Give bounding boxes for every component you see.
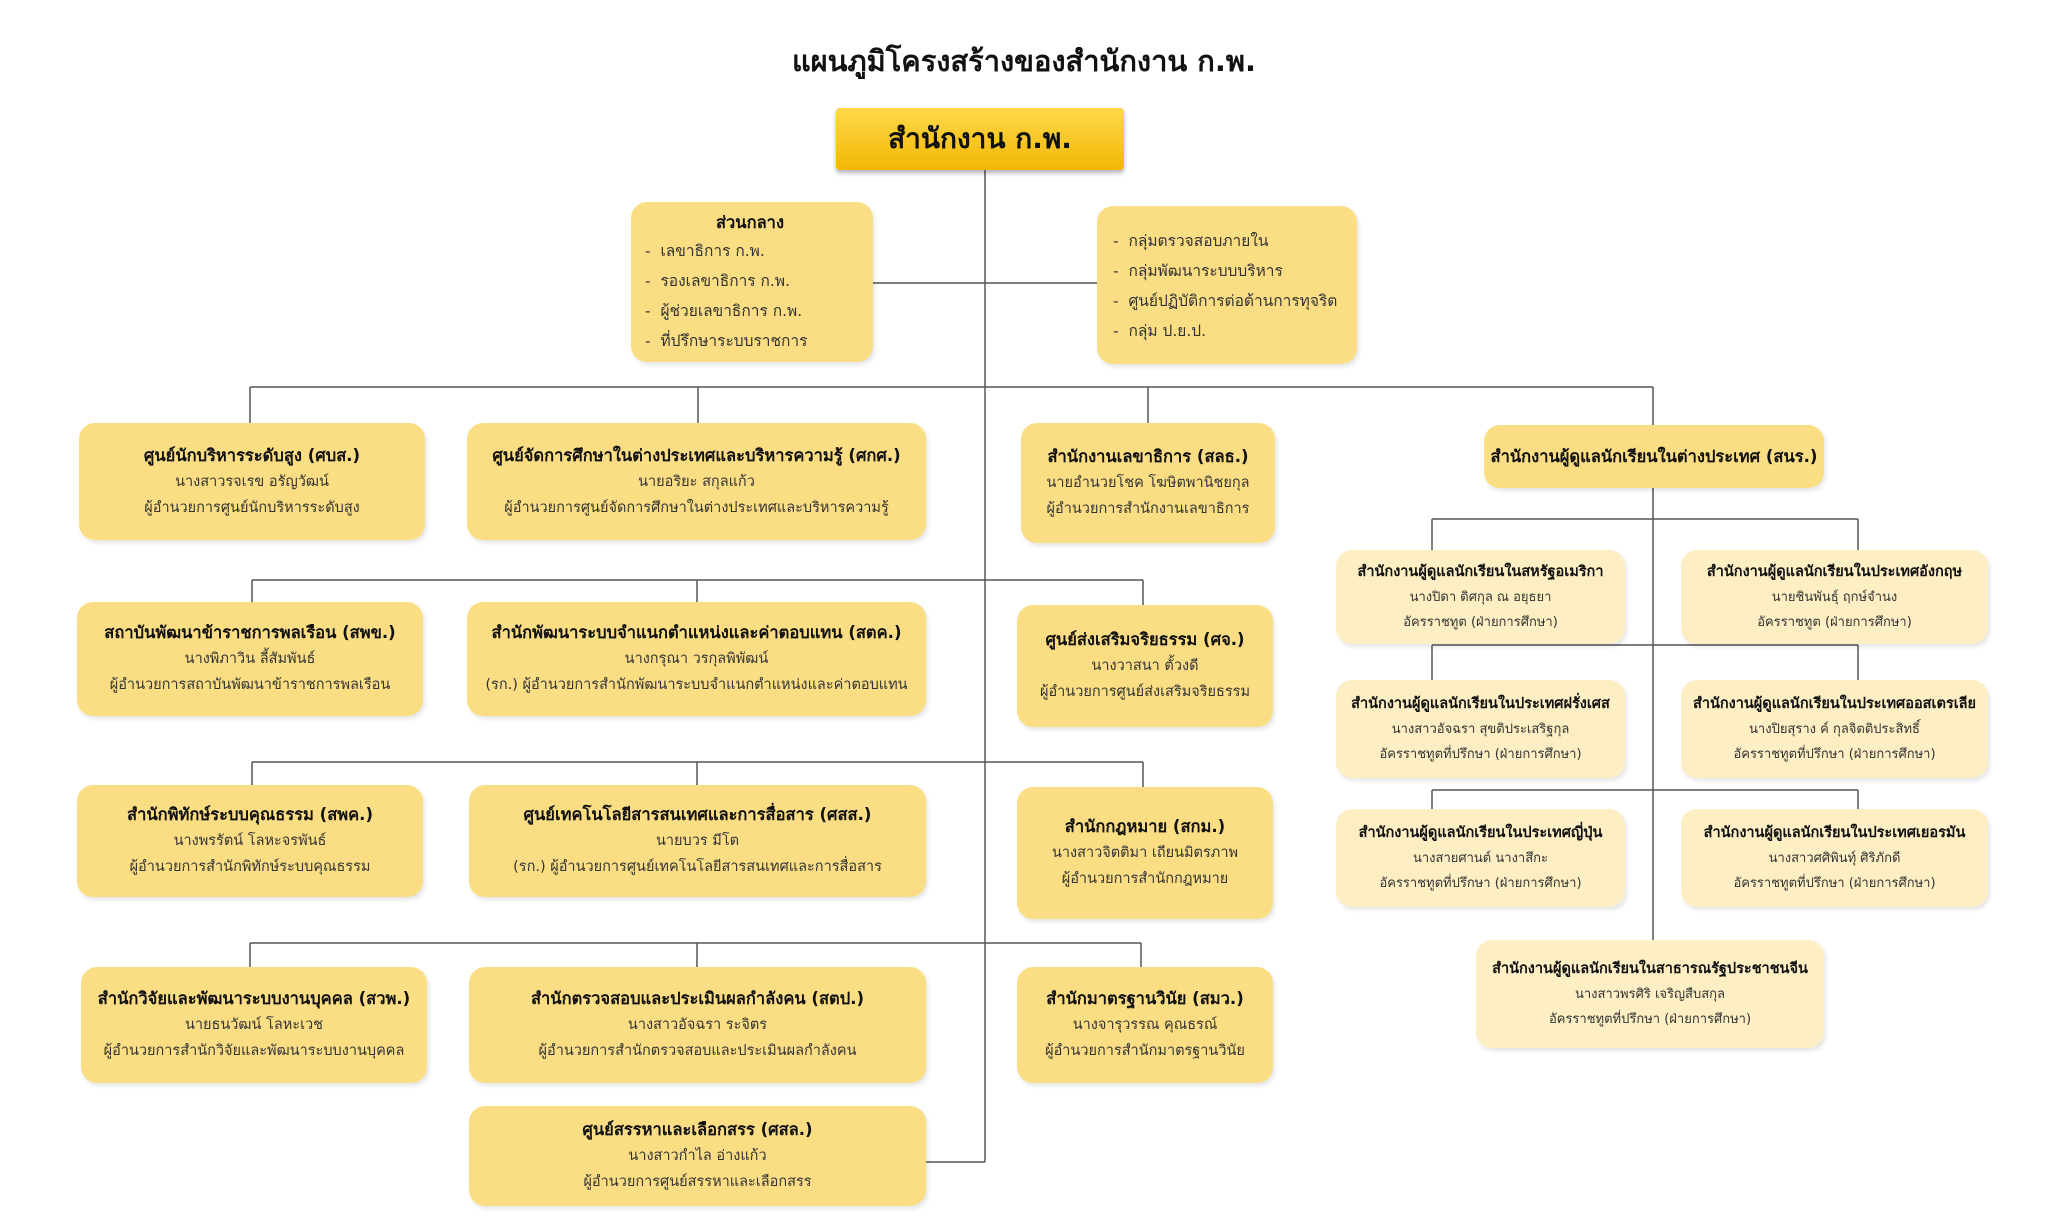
unit-person: นายธนวัฒน์ โลหะเวช	[184, 1017, 324, 1033]
abroad-node-cn: สำนักงานผู้ดูแลนักเรียนในสาธารณรัฐประชาช…	[1476, 940, 1824, 1048]
unit-node-sks: ศูนย์จัดการศึกษาในต่างประเทศและบริหารควา…	[467, 423, 926, 540]
unit-person: นางสาวพรศิริ เจริญสืบสกุล	[1574, 986, 1726, 1002]
unit-name: สำนักงานผู้ดูแลนักเรียนในสหรัฐอเมริกา	[1357, 563, 1604, 580]
unit-role: ผู้อำนวยการสำนักพิทักษ์ระบบคุณธรรม	[129, 859, 371, 875]
unit-role: อัครราชทูตที่ปรึกษา (ฝ่ายการศึกษา)	[1548, 1011, 1752, 1027]
unit-node-sj: ศูนย์ส่งเสริมจริยธรรม (ศจ.) นางวาสนา ตั้…	[1017, 605, 1273, 727]
unit-person: นางสาวรจเรข อรัญวัฒน์	[175, 473, 329, 490]
unit-node-slt: สำนักงานเลขาธิการ (สลธ.) นายอำนวยโชค โฆษ…	[1021, 423, 1275, 543]
unit-person: นางสายศานต์ นางาสึกะ	[1412, 850, 1549, 866]
unit-name: ศูนย์จัดการศึกษาในต่างประเทศและบริหารควา…	[492, 445, 901, 465]
unit-name: สำนักงานผู้ดูแลนักเรียนในประเทศออสเตรเลี…	[1692, 695, 1977, 712]
unit-role: อัครราชทูตที่ปรึกษา (ฝ่ายการศึกษา)	[1379, 875, 1582, 891]
list-item: กลุ่มพัฒนาระบบบริหาร	[1113, 256, 1337, 286]
unit-node-sbs: ศูนย์นักบริหารระดับสูง (ศบส.) นางสาวรจเร…	[79, 423, 425, 540]
unit-name: สำนักงานผู้ดูแลนักเรียนในประเทศอังกฤษ	[1706, 563, 1963, 580]
unit-role: ผู้อำนวยการสำนักมาตรฐานวินัย	[1045, 1043, 1245, 1059]
abroad-node-fr: สำนักงานผู้ดูแลนักเรียนในประเทศฝรั่งเศส …	[1336, 680, 1625, 778]
unit-role: อัครราชทูตที่ปรึกษา (ฝ่ายการศึกษา)	[1733, 746, 1936, 762]
unit-node-sss: ศูนย์เทคโนโลยีสารสนเทศและการสื่อสาร (ศสส…	[469, 785, 926, 897]
list-item: กลุ่มตรวจสอบภายใน	[1113, 226, 1337, 256]
unit-name: ศูนย์เทคโนโลยีสารสนเทศและการสื่อสาร (ศสส…	[523, 805, 872, 824]
unit-role: ผู้อำนวยการสำนักกฎหมาย	[1061, 871, 1229, 887]
root-node: สำนักงาน ก.พ.	[836, 108, 1124, 170]
unit-name: ศูนย์สรรหาและเลือกสรร (ศสล.)	[582, 1120, 813, 1139]
unit-name: สำนักงานผู้ดูแลนักเรียนในสาธารณรัฐประชาช…	[1492, 960, 1808, 977]
abroad-node-au: สำนักงานผู้ดูแลนักเรียนในประเทศออสเตรเลี…	[1681, 680, 1988, 778]
central-header: ส่วนกลาง	[715, 213, 785, 232]
unit-name: สำนักตรวจสอบและประเมินผลกำลังคน (สตป.)	[530, 989, 865, 1008]
unit-role: ผู้อำนวยการศูนย์สรรหาและเลือกสรร	[583, 1174, 812, 1190]
unit-node-stp: สำนักตรวจสอบและประเมินผลกำลังคน (สตป.) น…	[469, 967, 926, 1083]
central-list: เลขาธิการ ก.พ. รองเลขาธิการ ก.พ. ผู้ช่วย…	[645, 236, 807, 356]
unit-role: ผู้อำนวยการศูนย์จัดการศึกษาในต่างประเทศแ…	[504, 499, 889, 516]
unit-role: อัครราชทูต (ฝ่ายการศึกษา)	[1757, 614, 1912, 630]
unit-person: นายอริยะ สกุลแก้ว	[638, 473, 755, 490]
list-item: รองเลขาธิการ ก.พ.	[645, 266, 807, 296]
unit-person: นางสาวอัจฉรา ระจิตร	[627, 1017, 768, 1033]
unit-person: นางพรรัตน์ โลหะจรพันธ์	[173, 833, 327, 849]
groups-node: กลุ่มตรวจสอบภายใน กลุ่มพัฒนาระบบบริหาร ศ…	[1097, 206, 1357, 364]
unit-role: ผู้อำนวยการสำนักงานเลขาธิการ	[1046, 501, 1250, 517]
groups-list: กลุ่มตรวจสอบภายใน กลุ่มพัฒนาระบบบริหาร ศ…	[1113, 226, 1337, 346]
unit-person: นางสาวอัจฉรา สุขติประเสริฐกุล	[1391, 721, 1570, 737]
list-item: ที่ปรึกษาระบบราชการ	[645, 326, 807, 356]
unit-person: นางจารุวรรณ คุณธรณ์	[1072, 1017, 1218, 1033]
unit-person: นางวาสนา ตั้วงดี	[1091, 658, 1199, 674]
unit-node-swp: สำนักวิจัยและพัฒนาระบบงานบุคคล (สวพ.) นา…	[81, 967, 427, 1083]
unit-name: สำนักงานเลขาธิการ (สลธ.)	[1047, 447, 1249, 466]
list-item: กลุ่ม ป.ย.ป.	[1113, 316, 1337, 346]
abroad-node-uk: สำนักงานผู้ดูแลนักเรียนในประเทศอังกฤษ นา…	[1681, 550, 1988, 644]
list-item: ศูนย์ปฏิบัติการต่อต้านการทุจริต	[1113, 286, 1337, 316]
chart-title: แผนภูมิโครงสร้างของสำนักงาน ก.พ.	[791, 44, 1256, 78]
unit-role: ผู้อำนวยการศูนย์นักบริหารระดับสูง	[144, 499, 360, 516]
unit-role: (รก.) ผู้อำนวยการศูนย์เทคโนโลยีสารสนเทศแ…	[513, 859, 882, 875]
list-item: ผู้ช่วยเลขาธิการ ก.พ.	[645, 296, 807, 326]
unit-person: นายอำนวยโชค โฆษิตพานิชยกุล	[1046, 475, 1250, 491]
unit-name: ศูนย์ส่งเสริมจริยธรรม (ศจ.)	[1045, 630, 1245, 649]
unit-name: สถาบันพัฒนาข้าราชการพลเรือน (สพข.)	[104, 623, 396, 642]
unit-role: อัครราชทูตที่ปรึกษา (ฝ่ายการศึกษา)	[1379, 746, 1582, 762]
unit-person: นายบวร มีโต	[655, 833, 740, 849]
unit-name: สำนักกฎหมาย (สกม.)	[1064, 817, 1226, 836]
unit-node-stk: สำนักพัฒนาระบบจำแนกตำแหน่งและค่าตอบแทน (…	[467, 602, 926, 716]
unit-node-smw: สำนักมาตรฐานวินัย (สมว.) นางจารุวรรณ คุณ…	[1017, 967, 1273, 1083]
unit-person: นายชินพันธุ์ ฤกษ์จำนง	[1771, 589, 1898, 605]
unit-role: อัครราชทูต (ฝ่ายการศึกษา)	[1403, 614, 1558, 630]
unit-person: นางสาวศศิพินทุ์ ศิริภักดี	[1768, 850, 1901, 866]
unit-node-spkk: สำนักพิทักษ์ระบบคุณธรรม (สพค.) นางพรรัตน…	[77, 785, 423, 897]
unit-name: ศูนย์นักบริหารระดับสูง (ศบส.)	[143, 445, 361, 465]
unit-name: สำนักงานผู้ดูแลนักเรียนในประเทศญี่ปุ่น	[1358, 824, 1603, 841]
unit-role: ผู้อำนวยการสถาบันพัฒนาข้าราชการพลเรือน	[109, 677, 391, 693]
unit-node-skm: สำนักกฎหมาย (สกม.) นางสาวจิตติมา เถียนมิ…	[1017, 787, 1273, 919]
unit-name: สำนักมาตรฐานวินัย (สมว.)	[1046, 989, 1244, 1008]
unit-role: อัครราชทูตที่ปรึกษา (ฝ่ายการศึกษา)	[1733, 875, 1936, 891]
abroad-node-de: สำนักงานผู้ดูแลนักเรียนในประเทศเยอรมัน น…	[1681, 809, 1988, 907]
unit-name: สำนักงานผู้ดูแลนักเรียนในประเทศเยอรมัน	[1703, 824, 1966, 841]
unit-person: นางปิดา ดิศกุล ณ อยุธยา	[1409, 589, 1552, 605]
unit-node-spk: สถาบันพัฒนาข้าราชการพลเรือน (สพข.) นางพิ…	[77, 602, 423, 716]
unit-name: สำนักพัฒนาระบบจำแนกตำแหน่งและค่าตอบแทน (…	[491, 623, 902, 642]
unit-node-ssl: ศูนย์สรรหาและเลือกสรร (ศสล.) นางสาวกำไล …	[469, 1106, 926, 1206]
unit-person: นางปิยสุราง ค์ กุลจิตติประสิทธิ์	[1749, 721, 1920, 737]
abroad-node-jp: สำนักงานผู้ดูแลนักเรียนในประเทศญี่ปุ่น น…	[1336, 809, 1625, 907]
unit-role: (รก.) ผู้อำนวยการสำนักพัฒนาระบบจำแนกตำแห…	[485, 677, 908, 693]
unit-person: นางพิภาวิน ลี้สัมพันธ์	[184, 651, 316, 667]
central-node: ส่วนกลาง เลขาธิการ ก.พ. รองเลขาธิการ ก.พ…	[631, 202, 873, 362]
unit-name: สำนักวิจัยและพัฒนาระบบงานบุคคล (สวพ.)	[97, 989, 411, 1008]
list-item: เลขาธิการ ก.พ.	[645, 236, 807, 266]
unit-person: นางกรุณา วรกุลพิพัฒน์	[624, 651, 769, 667]
unit-person: นางสาวกำไล อ่างแก้ว	[628, 1148, 767, 1164]
abroad-main-node: สำนักงานผู้ดูแลนักเรียนในต่างประเทศ (สนร…	[1484, 425, 1824, 488]
unit-role: ผู้อำนวยการสำนักวิจัยและพัฒนาระบบงานบุคค…	[103, 1043, 405, 1059]
unit-role: ผู้อำนวยการศูนย์ส่งเสริมจริยธรรม	[1039, 684, 1251, 700]
unit-role: ผู้อำนวยการสำนักตรวจสอบและประเมินผลกำลัง…	[538, 1043, 857, 1059]
unit-name: สำนักงานผู้ดูแลนักเรียนในประเทศฝรั่งเศส	[1351, 695, 1610, 712]
unit-person: นางสาวจิตติมา เถียนมิตรภาพ	[1051, 845, 1239, 861]
abroad-node-usa: สำนักงานผู้ดูแลนักเรียนในสหรัฐอเมริกา นา…	[1336, 550, 1625, 644]
unit-name: สำนักงานผู้ดูแลนักเรียนในต่างประเทศ (สนร…	[1490, 446, 1818, 466]
unit-name: สำนักพิทักษ์ระบบคุณธรรม (สพค.)	[127, 805, 373, 824]
